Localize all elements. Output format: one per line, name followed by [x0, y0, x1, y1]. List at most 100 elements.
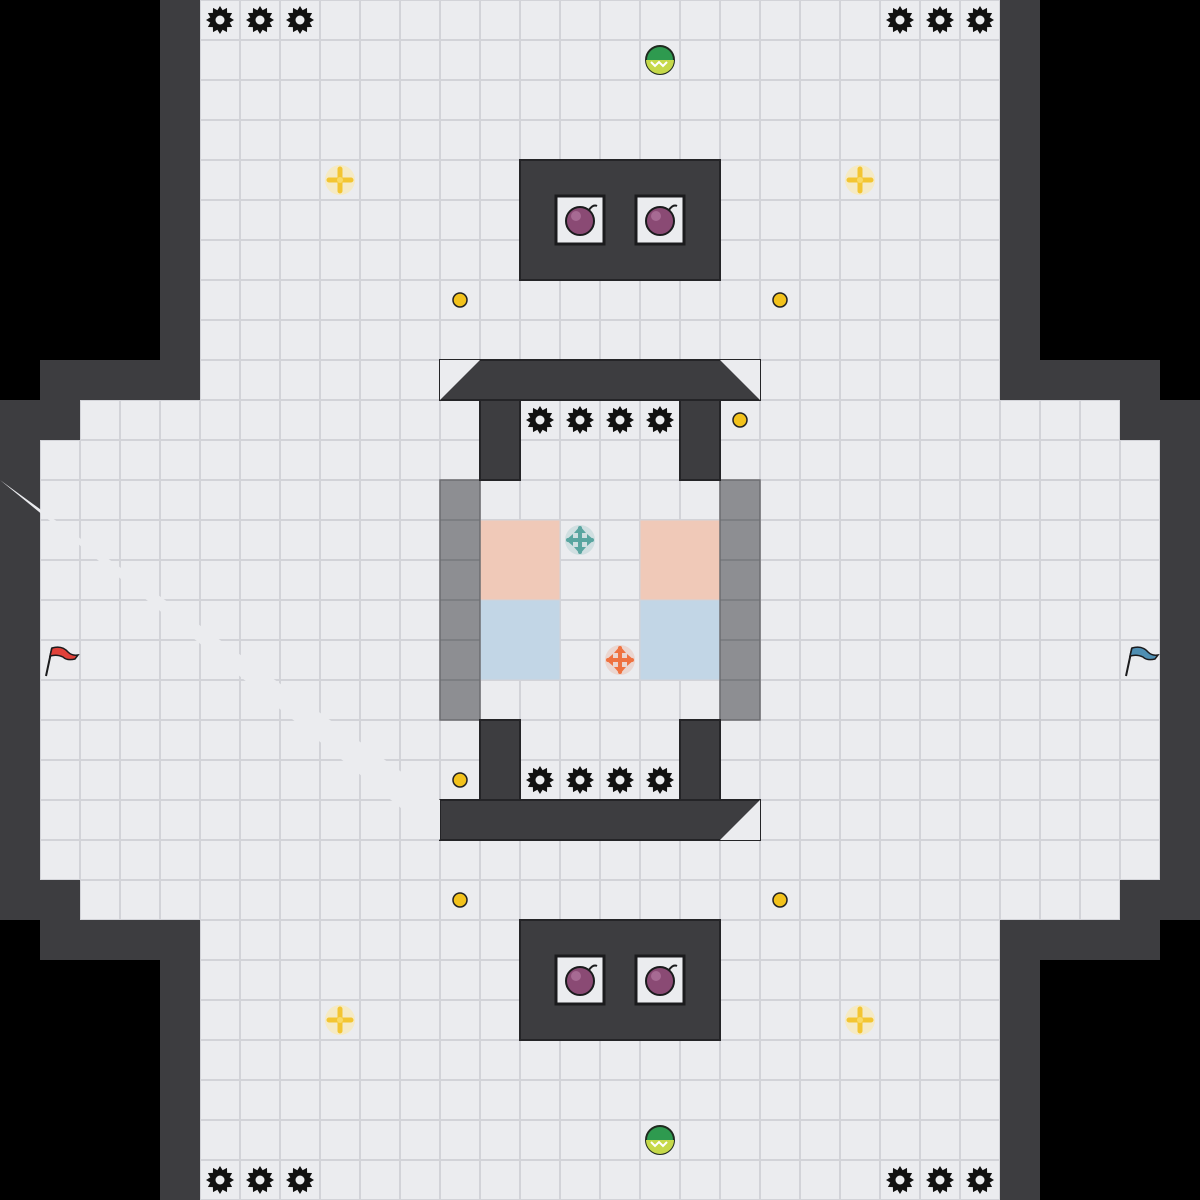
- floor-tile: [840, 560, 880, 600]
- floor-tile: [320, 240, 360, 280]
- wall-bevel: [720, 360, 760, 400]
- floor-tile: [760, 960, 800, 1000]
- floor-tile: [800, 1040, 840, 1080]
- floor-tile: [840, 240, 880, 280]
- floor-tile: [160, 880, 200, 920]
- floor-tile: [840, 640, 880, 680]
- floor-tile: [200, 560, 240, 600]
- floor-tile: [200, 880, 240, 920]
- floor-tile: [240, 240, 280, 280]
- floor-tile: [960, 1040, 1000, 1080]
- floor-tile: [280, 440, 320, 480]
- floor-tile: [800, 680, 840, 720]
- spike-center: [215, 15, 225, 25]
- floor-tile: [320, 640, 360, 680]
- orange-portal-arrows: [605, 645, 635, 675]
- floor-tile: [760, 1040, 800, 1080]
- floor-tile: [960, 640, 1000, 680]
- floor-tile: [240, 160, 280, 200]
- floor-tile: [800, 440, 840, 480]
- bomb-body: [565, 206, 595, 236]
- floor-tile: [840, 920, 880, 960]
- floor-tile: [960, 600, 1000, 640]
- floor-tile: [960, 80, 1000, 120]
- floor-tile: [400, 240, 440, 280]
- floor-tile: [760, 200, 800, 240]
- floor-tile: [960, 440, 1000, 480]
- floor-tile: [1080, 560, 1120, 600]
- floor-tile: [360, 600, 400, 640]
- floor-tile: [800, 120, 840, 160]
- floor-tile: [160, 480, 200, 520]
- floor-tile: [840, 1000, 880, 1040]
- floor-tile: [920, 760, 960, 800]
- floor-tile: [840, 0, 880, 40]
- spike-hazard: [206, 1166, 234, 1194]
- spike-center: [895, 15, 905, 25]
- floor-tile: [920, 600, 960, 640]
- floor-tile: [1080, 840, 1120, 880]
- floor-tile: [120, 400, 160, 440]
- floor-tile: [240, 880, 280, 920]
- portal-arrowhead: [606, 654, 613, 666]
- floor-tile: [160, 760, 200, 800]
- floor-tile: [840, 1040, 880, 1080]
- floor-tile: [1120, 680, 1160, 720]
- floor-tile: [880, 880, 920, 920]
- floor-tile: [920, 480, 960, 520]
- floor-tile: [200, 1000, 240, 1040]
- wall-block: [439, 359, 761, 401]
- floor-tile: [800, 1000, 840, 1040]
- floor-tile: [840, 120, 880, 160]
- floor-tile: [1080, 680, 1120, 720]
- grates: [439, 479, 761, 721]
- spike-center: [935, 1175, 945, 1185]
- floor-tile: [280, 1000, 320, 1040]
- floor-tile: [360, 840, 400, 880]
- floor-tile: [440, 240, 480, 280]
- floor-tile: [960, 160, 1000, 200]
- floor-tile: [400, 960, 440, 1000]
- spike-center: [975, 15, 985, 25]
- floor-tile: [560, 480, 600, 520]
- floor-tile: [40, 600, 80, 640]
- floor-tile: [720, 120, 760, 160]
- floor-tile: [360, 480, 400, 520]
- red-flag: [45, 646, 80, 677]
- floor-tile: [400, 840, 440, 880]
- floor-tile: [960, 680, 1000, 720]
- floor-tile: [1120, 600, 1160, 640]
- flags: [45, 646, 1160, 677]
- floor-tile: [200, 1120, 240, 1160]
- floor-tile: [280, 520, 320, 560]
- floor-tile: [320, 160, 360, 200]
- floor-tile: [400, 320, 440, 360]
- floor-tile: [600, 80, 640, 120]
- floor-tile: [280, 1080, 320, 1120]
- floor-tile: [480, 80, 520, 120]
- floor-tile: [840, 800, 880, 840]
- floor-tile: [1040, 600, 1080, 640]
- portal-arrowhead: [574, 526, 586, 533]
- floor-tile: [960, 0, 1000, 40]
- floor-tile: [200, 80, 240, 120]
- floor-tile: [400, 160, 440, 200]
- floor-tile: [760, 760, 800, 800]
- floor-tile: [440, 280, 480, 320]
- floor-tile: [840, 360, 880, 400]
- floor-tile: [880, 720, 920, 760]
- floor-tile: [840, 200, 880, 240]
- boost-pads: [325, 165, 875, 1035]
- floor-tile: [400, 720, 440, 760]
- floor-tile: [200, 840, 240, 880]
- floor-tile: [120, 560, 160, 600]
- floor-tile: [40, 640, 80, 680]
- floor-tile: [440, 120, 480, 160]
- floor-tile: [760, 80, 800, 120]
- floor-tile: [960, 240, 1000, 280]
- floor-tile: [1080, 640, 1120, 680]
- floor-tile: [40, 760, 80, 800]
- floor-tile: [80, 800, 120, 840]
- powerup-zigzag: [650, 1140, 668, 1148]
